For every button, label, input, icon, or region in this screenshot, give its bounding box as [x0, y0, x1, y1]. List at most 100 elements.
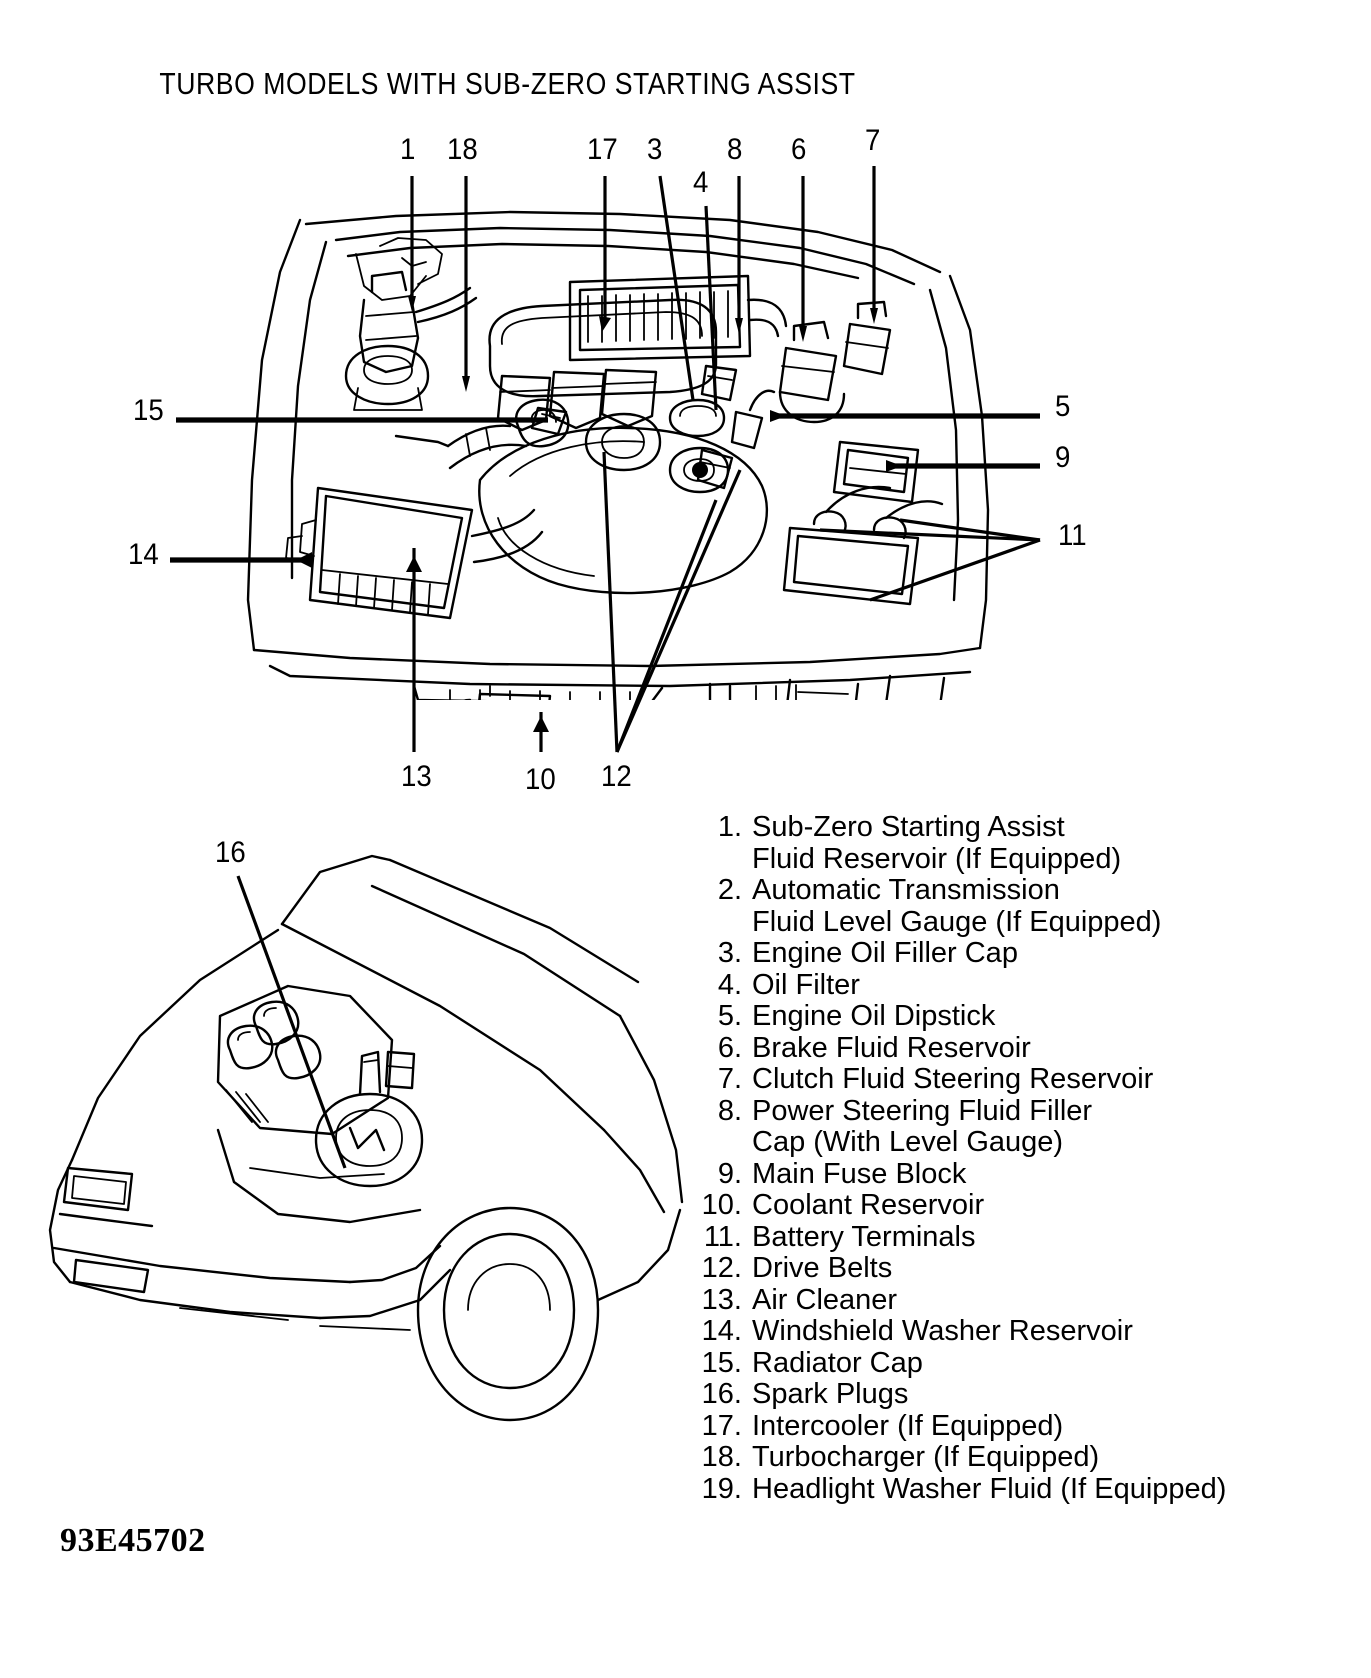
- legend-item-label: Headlight Washer Fluid (If Equipped): [752, 1472, 1360, 1506]
- legend-item-label-line1: Air Cleaner: [752, 1283, 898, 1316]
- legend-item-number: 5.: [717, 1000, 742, 1032]
- legend-item-number: 19.: [701, 1472, 742, 1505]
- legend-item-label-line2: Fluid Level Gauge (If Equipped): [752, 905, 1162, 938]
- legend-item-label-line1: Intercooler (If Equipped): [752, 1409, 1064, 1442]
- legend-item: 7. Clutch Fluid Steering Reservoir: [700, 1063, 1360, 1096]
- engine-bay-illustration: [246, 210, 990, 700]
- legend-item: 5. Engine Oil Dipstick: [700, 1000, 1360, 1033]
- callout-10: 10: [525, 763, 556, 796]
- legend-item-label-line1: Automatic Transmission: [752, 874, 1060, 906]
- callout-18: 18: [447, 133, 478, 166]
- figure-id-code: 93E45702: [60, 1522, 206, 1559]
- legend-item-number: 16.: [701, 1378, 742, 1410]
- legend-item: 13. Air Cleaner: [700, 1283, 1360, 1317]
- legend-item-number: 10.: [701, 1189, 742, 1221]
- legend-item-label: Engine Oil Dipstick: [752, 1000, 1360, 1033]
- legend-item-label: Main Fuse Block: [752, 1158, 1360, 1191]
- callout-11: 11: [1058, 519, 1087, 552]
- legend-item-number: 1.: [717, 811, 742, 843]
- legend-item-label-line1: Turbocharger (If Equipped): [752, 1441, 1100, 1473]
- callout-9: 9: [1055, 441, 1071, 474]
- legend-item-label: Intercooler (If Equipped): [752, 1409, 1360, 1443]
- legend-item-label: Spark Plugs: [752, 1378, 1360, 1411]
- legend-item-label-line1: Engine Oil Filler Cap: [752, 937, 1018, 969]
- legend-item-number: 6.: [717, 1031, 742, 1064]
- legend-item-label-line1: Drive Belts: [752, 1252, 893, 1284]
- legend-item-number: 13.: [701, 1283, 742, 1316]
- legend-item-label: Drive Belts: [752, 1252, 1360, 1285]
- legend-item-number: 8.: [717, 1094, 742, 1127]
- legend-item: 17. Intercooler (If Equipped): [700, 1409, 1360, 1443]
- legend-item-label: Radiator Cap: [752, 1346, 1360, 1380]
- legend-item-label-line1: Sub-Zero Starting Assist: [752, 811, 1065, 843]
- legend-item: 6. Brake Fluid Reservoir: [700, 1031, 1360, 1065]
- legend-item-number: 2.: [717, 874, 742, 906]
- legend-item-label-line1: Windshield Washer Reservoir: [752, 1315, 1133, 1347]
- legend-item-label-line1: Headlight Washer Fluid (If Equipped): [752, 1472, 1227, 1505]
- legend-item-label-line1: Power Steering Fluid Filler: [752, 1094, 1093, 1127]
- callout-8: 8: [727, 133, 743, 166]
- legend-item: 18. Turbocharger (If Equipped): [700, 1441, 1360, 1474]
- page-title: TURBO MODELS WITH SUB-ZERO STARTING ASSI…: [159, 66, 856, 101]
- legend-item-label: Turbocharger (If Equipped): [752, 1441, 1360, 1474]
- legend-item-label-line1: Clutch Fluid Steering Reservoir: [752, 1063, 1154, 1095]
- callout-1: 1: [400, 133, 416, 166]
- legend-item: 12. Drive Belts: [700, 1252, 1360, 1285]
- legend-item-number: 17.: [701, 1409, 742, 1442]
- callout-12: 12: [601, 760, 632, 793]
- legend-item-number: 7.: [717, 1063, 742, 1095]
- legend-item-label-line1: Brake Fluid Reservoir: [752, 1031, 1031, 1064]
- legend-item-label-line1: Battery Terminals: [752, 1220, 976, 1253]
- legend-item-number: 12.: [701, 1252, 742, 1284]
- callout-17: 17: [587, 133, 618, 166]
- legend-item: 16. Spark Plugs: [700, 1378, 1360, 1411]
- legend-item-label-line1: Oil Filter: [752, 968, 860, 1001]
- legend-item-number: 4.: [717, 968, 742, 1001]
- callout-16: 16: [215, 836, 246, 869]
- legend-item: 10. Coolant Reservoir: [700, 1189, 1360, 1222]
- vehicle-front-illustration: [48, 854, 684, 1422]
- legend-item-number: 18.: [701, 1441, 742, 1473]
- callout-15: 15: [133, 394, 164, 427]
- legend-item-number: 14.: [701, 1315, 742, 1347]
- legend-item-label-line1: Engine Oil Dipstick: [752, 1000, 996, 1032]
- legend-item: 11. Battery Terminals: [700, 1220, 1360, 1254]
- callout-7: 7: [865, 124, 881, 157]
- callout-3: 3: [647, 133, 663, 166]
- legend-item: 14. Windshield Washer Reservoir: [700, 1315, 1360, 1348]
- legend-item-number: 11.: [703, 1220, 742, 1253]
- legend-item: 9.Main Fuse Block: [700, 1158, 1360, 1191]
- legend-item-label: Brake Fluid Reservoir: [752, 1031, 1360, 1065]
- legend-item-label-line2: Cap (With Level Gauge): [752, 1126, 1064, 1158]
- legend-item-label: Battery Terminals: [752, 1220, 1360, 1254]
- legend-item-number: 15.: [701, 1346, 742, 1379]
- legend-item: 15. Radiator Cap: [700, 1346, 1360, 1380]
- legend-item-label-line1: Spark Plugs: [752, 1378, 909, 1410]
- legend-item: 3. Engine Oil Filler Cap: [700, 937, 1360, 970]
- legend-item: 19. Headlight Washer Fluid (If Equipped): [700, 1472, 1360, 1506]
- legend-item-label: Air Cleaner: [752, 1283, 1360, 1317]
- callout-14: 14: [128, 538, 159, 571]
- legend-item-label: Windshield Washer Reservoir: [752, 1315, 1360, 1348]
- callout-5: 5: [1055, 390, 1071, 423]
- legend-item-label-line2: Fluid Reservoir (If Equipped): [752, 842, 1122, 875]
- legend-item: 4. Oil Filter: [700, 968, 1360, 1002]
- legend-item-number: 3.: [717, 937, 742, 969]
- legend-item-label-line1: Radiator Cap: [752, 1346, 923, 1379]
- callout-13: 13: [401, 760, 432, 793]
- legend-item-label: Coolant Reservoir: [752, 1189, 1360, 1222]
- legend-item-label: Oil Filter: [752, 968, 1360, 1002]
- legend-item-label-line1: Coolant Reservoir: [752, 1189, 985, 1221]
- legend-item-label: Engine Oil Filler Cap: [752, 937, 1360, 970]
- callout-6: 6: [791, 133, 807, 166]
- legend-item-label: Clutch Fluid Steering Reservoir: [752, 1063, 1360, 1096]
- callout-4: 4: [693, 166, 709, 199]
